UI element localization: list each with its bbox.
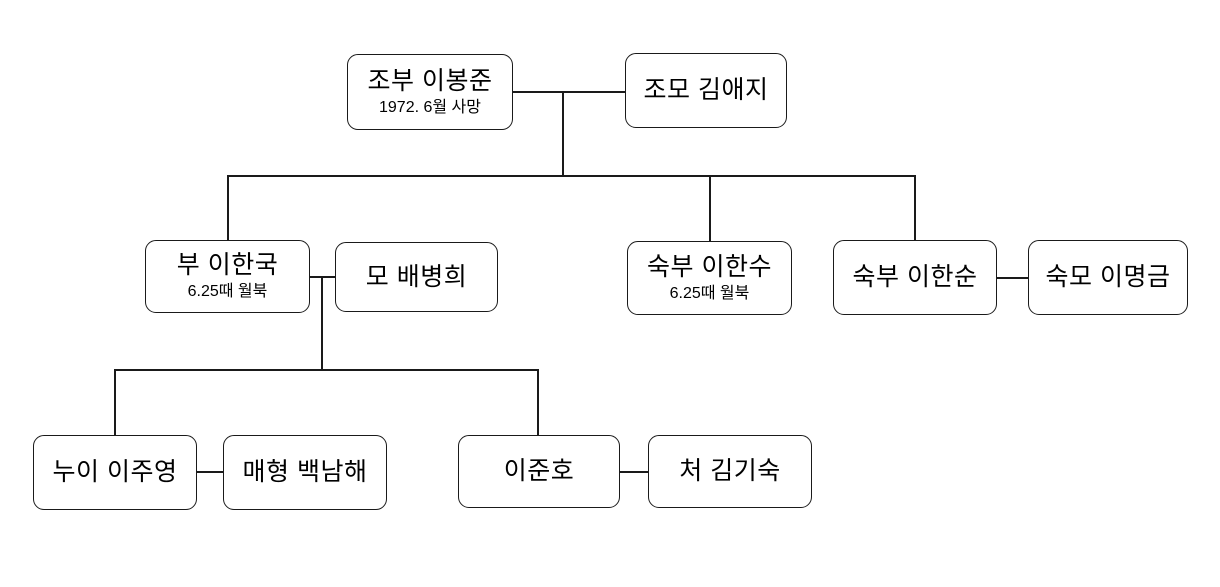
node-sister: 누이 이주영 [33,435,197,510]
marriage-line-parents [310,276,335,278]
node-grandmother: 조모 김애지 [625,53,787,128]
node-grandfather-label: 조부 이봉준 [367,66,493,95]
node-father-label: 부 이한국 [176,251,279,280]
node-grandmother-label: 조모 김애지 [643,76,769,105]
drop-line-uncle-hansun [914,175,916,240]
drop-line-uncle-hansu [709,175,711,241]
node-sister-label: 누이 이주영 [52,458,178,487]
sibling-branch-line-gen2 [227,175,916,177]
node-uncle-hansu-label: 숙부 이한수 [647,252,772,281]
node-mother: 모 배병희 [335,242,498,312]
node-uncle-hansu: 숙부 이한수 6.25때 월북 [627,241,792,315]
node-uncle-hansun-label: 숙부 이한순 [852,263,978,292]
descent-line-generation2 [321,276,323,370]
node-brother-in-law: 매형 백남해 [223,435,387,510]
node-self-label: 이준호 [503,457,575,486]
node-grandfather-subtitle: 1972. 6월 사망 [379,98,481,116]
node-uncle-hansun: 숙부 이한순 [833,240,997,315]
marriage-line-uncle-aunt [997,277,1028,279]
node-father: 부 이한국 6.25때 월북 [145,240,310,313]
drop-line-father [227,175,229,240]
node-grandfather: 조부 이봉준 1972. 6월 사망 [347,54,513,130]
node-father-subtitle: 6.25때 월북 [187,283,268,301]
node-aunt: 숙모 이명금 [1028,240,1188,315]
drop-line-sister [114,369,116,435]
drop-line-self [537,369,539,435]
marriage-line-grandparents [513,91,625,93]
marriage-line-self [620,471,648,473]
descent-line-generation1 [562,91,564,176]
node-wife: 처 김기숙 [648,435,812,508]
node-mother-label: 모 배병희 [365,262,468,291]
node-aunt-label: 숙모 이명금 [1045,263,1171,292]
node-brother-in-law-label: 매형 백남해 [242,458,368,487]
sibling-branch-line-gen3 [114,369,539,371]
node-wife-label: 처 김기숙 [679,457,781,486]
marriage-line-sister [197,471,223,473]
node-self: 이준호 [458,435,620,508]
node-uncle-hansu-subtitle: 6.25때 월북 [669,284,750,302]
